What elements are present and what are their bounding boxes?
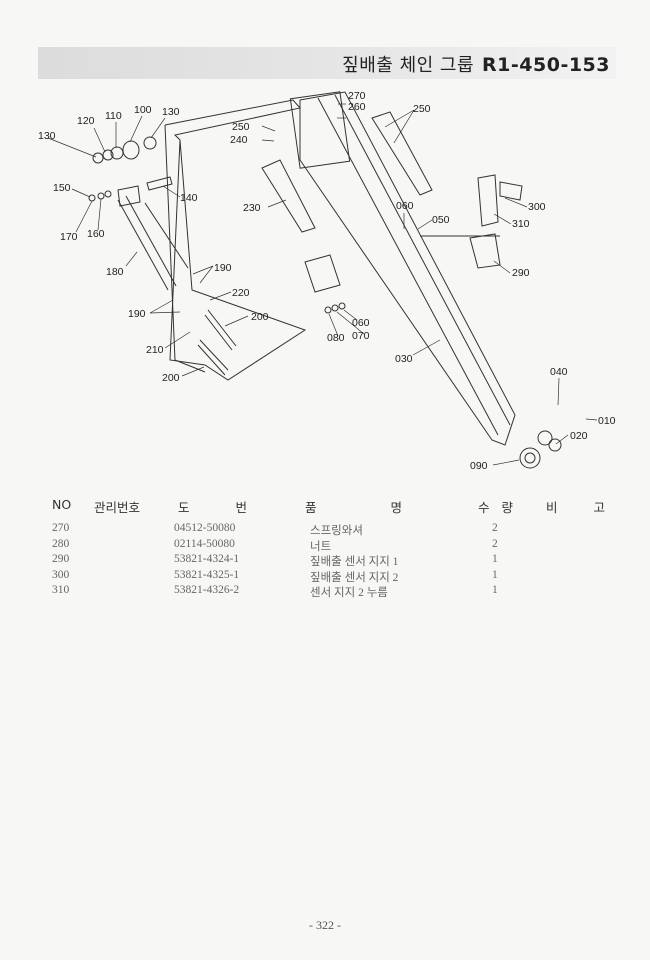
- pin-140: [146, 176, 173, 191]
- row-qty: 2: [492, 537, 498, 550]
- sensor-support-300: [477, 174, 499, 227]
- row-name: 센서 지지 2 누름: [310, 587, 388, 599]
- callout-030: 030: [395, 353, 413, 365]
- row-qty: 1: [492, 568, 498, 581]
- callout-080: 080: [327, 332, 345, 344]
- callout-050: 050: [432, 214, 450, 226]
- row-no: 310: [52, 584, 70, 596]
- callout-020: 020: [570, 430, 588, 442]
- col-drawing: 도 번: [178, 500, 247, 515]
- parts-table-header: NO 관리번호 도 번 품 명 수 량 비 고: [0, 497, 650, 515]
- bracket-260: [371, 111, 433, 196]
- callout-300: 300: [528, 201, 546, 213]
- row-drawing: 04512-50080: [174, 522, 236, 534]
- callout-160: 170: [60, 231, 78, 243]
- sensor-support-290: [469, 233, 501, 269]
- callout-200b: 200: [162, 372, 180, 384]
- callout-230: 230: [243, 202, 261, 214]
- exploded-parts-diagram: 130 120 110 100 130 150 140 170 160 180 …: [38, 90, 616, 472]
- table-row: 310 53821-4326-2 센서 지지 2 누름 1: [0, 584, 650, 600]
- col-no: NO: [52, 497, 72, 512]
- row-no: 280: [52, 537, 70, 550]
- callout-120: 120: [77, 115, 95, 127]
- callout-180: 180: [106, 266, 124, 278]
- callout-200a: 200: [251, 311, 269, 323]
- callout-090: 090: [470, 460, 488, 472]
- row-no: 290: [52, 553, 70, 565]
- table-row: 300 53821-4325-1 짚배출 센서 지지 2 1: [0, 569, 650, 585]
- callout-250: 250: [232, 121, 250, 133]
- row-name: 스프링와셔: [310, 525, 363, 537]
- spring-200: [204, 309, 237, 351]
- main-rail: [299, 91, 516, 446]
- callout-130b: 130: [162, 106, 180, 118]
- col-remark: 비 고: [546, 500, 605, 515]
- callout-270: 260: [348, 101, 366, 113]
- callout-140: 140: [180, 192, 198, 204]
- callout-240: 240: [230, 134, 248, 146]
- row-drawing: 02114-50080: [174, 537, 235, 550]
- group-code: R1-450-153: [482, 54, 610, 76]
- sprocket-090: [519, 447, 541, 469]
- assembly-frame: [164, 99, 307, 381]
- rod-180: [117, 199, 169, 291]
- row-qty: 2: [492, 522, 498, 534]
- row-no: 270: [52, 522, 70, 534]
- callout-260: 250: [413, 103, 431, 115]
- col-name: 품 명: [305, 500, 402, 515]
- bracket-230: [261, 159, 316, 233]
- row-drawing: 53821-4326-2: [174, 584, 240, 596]
- callout-190a: 190: [214, 262, 232, 274]
- callout-040: 040: [550, 366, 568, 378]
- callout-010: 010: [598, 415, 616, 427]
- col-mgmt: 관리번호: [94, 500, 141, 515]
- table-row: 280 02114-50080 너트 2: [0, 538, 650, 554]
- chain-link: [537, 430, 553, 446]
- row-drawing: 53821-4324-1: [174, 553, 240, 565]
- callout-110: 110: [105, 110, 122, 122]
- row-name: 너트: [310, 540, 332, 553]
- row-name: 짚배출 센서 지지 2: [310, 571, 399, 584]
- callout-150: 160: [87, 228, 105, 240]
- table-row: 270 04512-50080 스프링와셔 2: [0, 522, 650, 538]
- col-qty: 수 량: [478, 500, 513, 515]
- parts-table: 270 04512-50080 스프링와셔 2 280 02114-50080 …: [0, 522, 650, 600]
- callout-210: 210: [146, 344, 164, 356]
- callout-170: 150: [53, 182, 71, 194]
- header-band: [38, 47, 616, 79]
- row-qty: 1: [492, 553, 498, 565]
- callout-060b: 060: [352, 317, 370, 329]
- callout-070: 070: [352, 330, 370, 342]
- row-no: 300: [52, 568, 70, 581]
- row-name: 짚배출 센서 지지 1: [310, 556, 399, 568]
- callout-220: 220: [232, 287, 250, 299]
- callout-060a: 060: [396, 200, 414, 212]
- callout-130a: 130: [38, 130, 56, 142]
- page-number: - 322 -: [309, 918, 341, 932]
- row-drawing: 53821-4325-1: [174, 568, 240, 581]
- callout-100: 100: [134, 104, 152, 116]
- group-title: 짚배출 체인 그룹: [342, 55, 475, 76]
- callout-310: 310: [512, 218, 530, 230]
- callout-190b: 190: [128, 308, 146, 320]
- page-title: 짚배출 체인 그룹 R1-450-153: [342, 51, 610, 77]
- table-row: 290 53821-4324-1 짚배출 센서 지지 1 1: [0, 553, 650, 569]
- callout-280: 270: [348, 90, 366, 102]
- row-qty: 1: [492, 584, 498, 596]
- callout-290: 290: [512, 267, 530, 279]
